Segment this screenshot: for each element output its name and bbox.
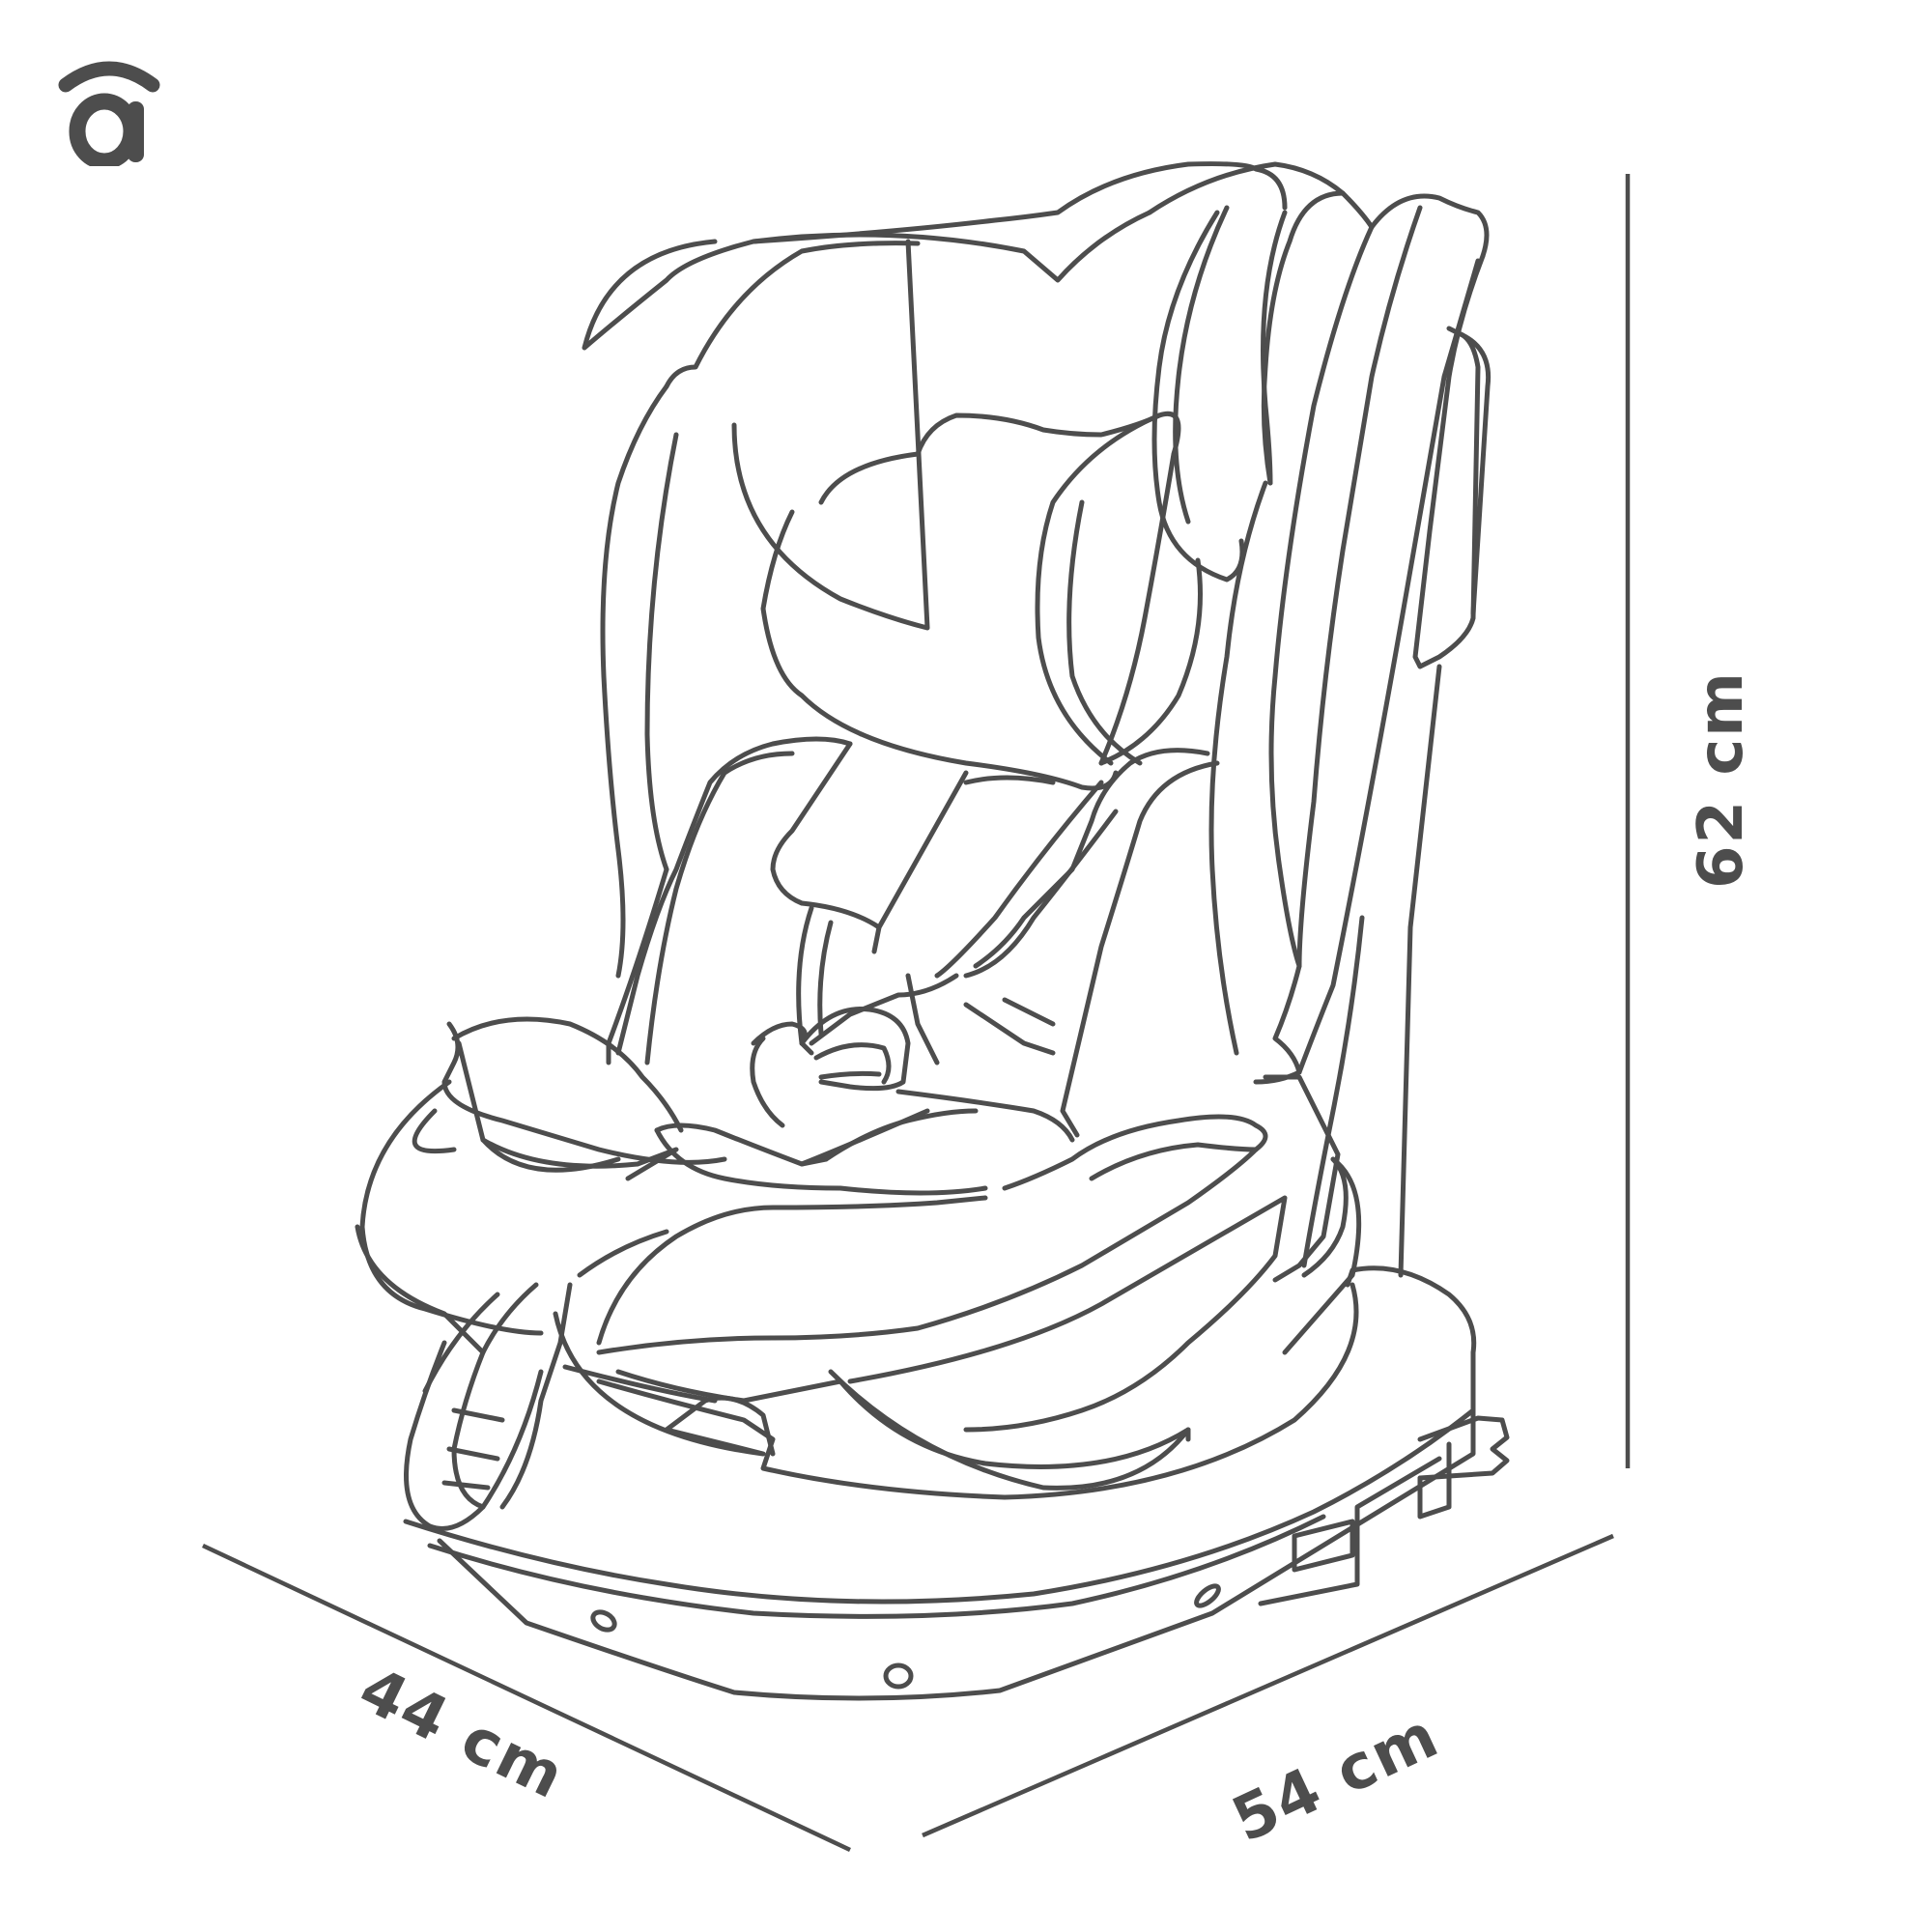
left-side-wing — [355, 1016, 727, 1355]
harness-straps — [770, 741, 1119, 1065]
seat-drawing — [355, 161, 1510, 1701]
inner-padding — [615, 736, 1220, 1138]
lap-cushion — [654, 1089, 1268, 1196]
seat-cushion — [553, 1282, 1359, 1500]
height-dimension-label: 62 cm — [1686, 670, 1757, 889]
brand-logo-icon — [58, 61, 160, 166]
leg-rest — [404, 1147, 1288, 1531]
depth-dimension-line — [202, 1543, 851, 1853]
harness-buckle — [750, 1006, 911, 1128]
backrest-shell — [582, 161, 1490, 1065]
width-dimension-line — [922, 1533, 1614, 1838]
headrest — [731, 239, 1203, 791]
seat-base — [403, 1265, 1510, 1701]
right-side-wing — [1151, 190, 1492, 1355]
